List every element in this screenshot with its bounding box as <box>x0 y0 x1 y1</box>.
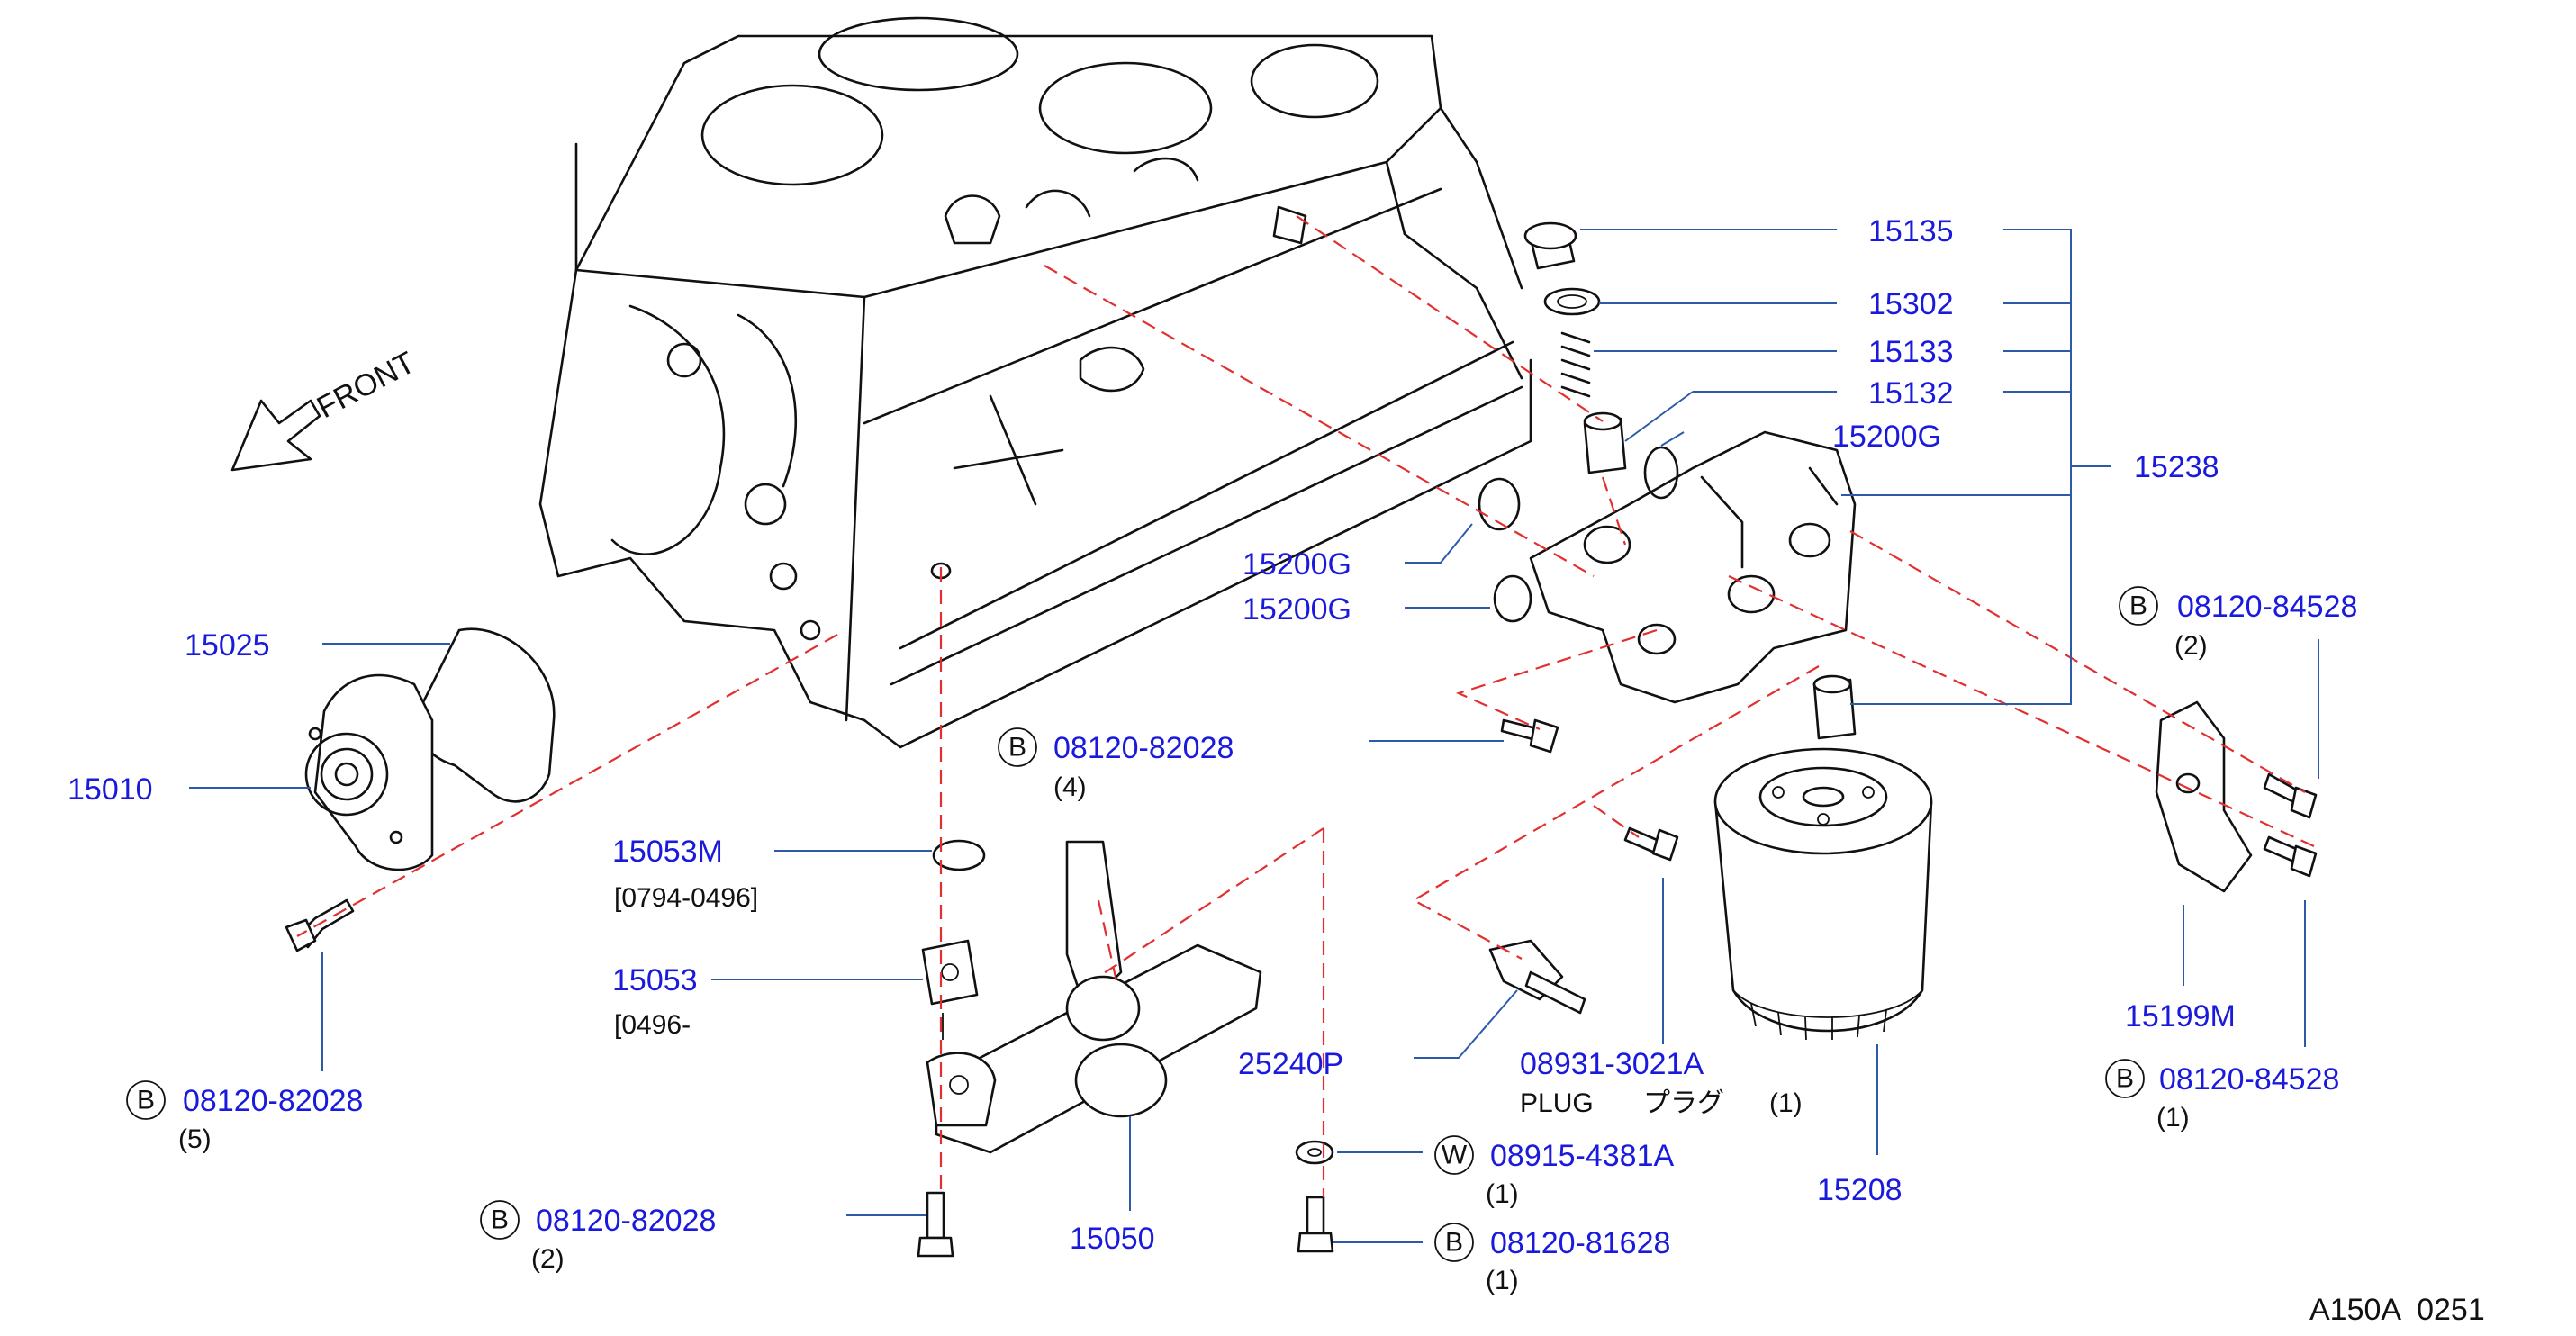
b-circle-icon <box>2105 1059 2145 1098</box>
label-15053m[interactable]: 15053M <box>612 835 723 869</box>
label-08120-84528-top[interactable]: 08120-84528 <box>2177 590 2357 624</box>
w-circle-icon <box>1434 1135 1474 1175</box>
label-15053[interactable]: 15053 <box>612 963 698 997</box>
oil-strainer-drawing <box>917 839 1334 1258</box>
leader-lines <box>189 229 2319 1243</box>
label-08120-82028-5[interactable]: 08120-82028 <box>183 1084 363 1118</box>
label-08915-4381a[interactable]: 08915-4381A <box>1490 1139 1675 1173</box>
label-15208[interactable]: 15208 <box>1817 1173 1903 1207</box>
label-08120-81628[interactable]: 08120-81628 <box>1490 1226 1670 1260</box>
label-25240p[interactable]: 25240P <box>1238 1047 1343 1081</box>
label-15302[interactable]: 15302 <box>1868 287 1954 321</box>
label-15025[interactable]: 15025 <box>185 628 270 663</box>
plug-label-en: PLUG <box>1520 1088 1594 1118</box>
oil-filter-drawing <box>1713 747 1933 1041</box>
qty-08120-84528-bot: (1) <box>2156 1103 2190 1133</box>
alignment-dashed-lines <box>296 215 2315 1197</box>
label-15200g-mid[interactable]: 15200G <box>1243 547 1351 582</box>
qty-08120-82028-4: (4) <box>1053 772 1087 802</box>
note-15053: [0496- <box>614 1010 691 1040</box>
label-15238[interactable]: 15238 <box>2134 450 2219 484</box>
b-circle-icon <box>126 1080 166 1120</box>
engine-block-drawing <box>538 16 1532 749</box>
label-08120-84528-bot[interactable]: 08120-84528 <box>2159 1062 2339 1097</box>
note-15053m: [0794-0496] <box>614 883 758 913</box>
plug-qty: (1) <box>1769 1088 1803 1118</box>
b-circle-letter: B <box>137 1086 155 1115</box>
label-15135[interactable]: 15135 <box>1868 214 1954 248</box>
b-circle-icon <box>2119 586 2158 626</box>
label-15132[interactable]: 15132 <box>1868 376 1954 411</box>
qty-08120-84528-top: (2) <box>2174 631 2208 661</box>
w-circle-letter: W <box>1442 1141 1468 1170</box>
label-15200g-low[interactable]: 15200G <box>1243 592 1351 627</box>
label-15050[interactable]: 15050 <box>1070 1222 1155 1256</box>
b-circle-letter: B <box>491 1205 509 1235</box>
b-circle-letter: B <box>2129 591 2147 621</box>
b-circle-letter: B <box>1008 733 1026 763</box>
label-15133[interactable]: 15133 <box>1868 335 1954 369</box>
label-15199m[interactable]: 15199M <box>2125 999 2236 1034</box>
front-label: FRONT <box>312 346 420 426</box>
qty-08120-82028-5: (5) <box>178 1124 212 1154</box>
label-08120-82028-2[interactable]: 08120-82028 <box>536 1204 716 1238</box>
oil-pump-drawing <box>285 627 556 952</box>
qty-08120-81628: (1) <box>1486 1266 1519 1295</box>
qty-08120-82028-2: (2) <box>531 1244 565 1274</box>
b-circle-icon <box>998 727 1037 767</box>
label-15200g-top[interactable]: 15200G <box>1832 420 1941 454</box>
label-08931-3021a[interactable]: 08931-3021A <box>1520 1047 1704 1081</box>
diagram-code: A150A 0251 <box>2309 1293 2485 1327</box>
b-circle-letter: B <box>2116 1064 2134 1094</box>
plug-label-jp: プラグ <box>1643 1088 1724 1118</box>
front-arrow-icon <box>230 399 321 472</box>
b-circle-letter: B <box>1445 1228 1463 1258</box>
bracket-drawing <box>2155 700 2318 893</box>
label-08120-82028-4[interactable]: 08120-82028 <box>1053 731 1234 765</box>
b-circle-icon <box>480 1200 520 1240</box>
label-15010[interactable]: 15010 <box>68 772 153 807</box>
oil-pressure-switch-drawing <box>1488 939 1586 1015</box>
b-circle-icon <box>1434 1223 1474 1262</box>
qty-08915-4381a: (1) <box>1486 1179 1519 1209</box>
